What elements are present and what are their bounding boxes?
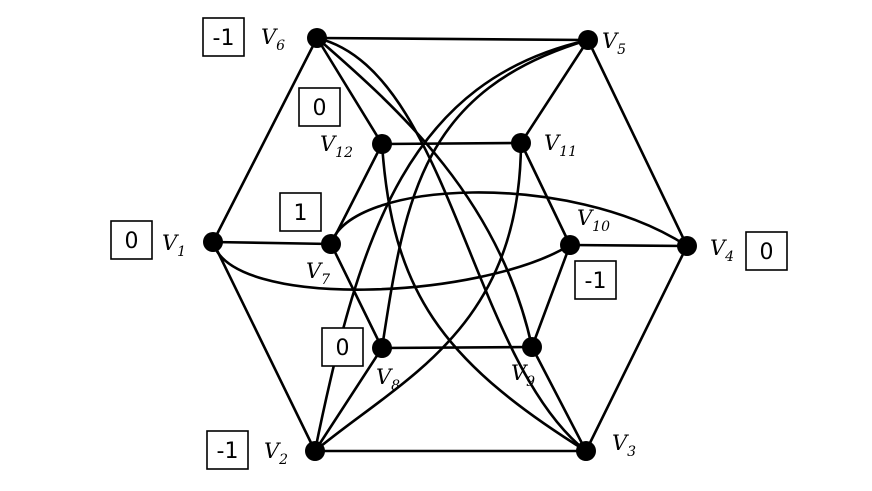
weight-value-v6: -1 bbox=[213, 26, 235, 51]
vertex-v4 bbox=[677, 236, 697, 256]
edge-v6-v1 bbox=[211, 36, 319, 244]
vertex-v11 bbox=[511, 133, 531, 153]
vertex-v7 bbox=[321, 234, 341, 254]
edge-v1-v10 bbox=[211, 240, 572, 291]
edge-v3-v4 bbox=[584, 244, 689, 453]
vertex-label-v2: V2 bbox=[264, 439, 288, 468]
weight-value-v12: 0 bbox=[313, 96, 327, 121]
vertex-v9 bbox=[522, 337, 542, 357]
weight-box-v10: -1 bbox=[574, 260, 617, 300]
edge-v4-v10 bbox=[568, 243, 689, 248]
vertex-v10 bbox=[560, 235, 580, 255]
vertex-v6 bbox=[307, 28, 327, 48]
vertex-v5 bbox=[578, 30, 598, 50]
weight-value-v4: 0 bbox=[760, 240, 774, 265]
edge-v12-v7 bbox=[329, 142, 384, 246]
weight-box-v8: 0 bbox=[321, 327, 364, 367]
edge-v5-v6 bbox=[315, 36, 590, 42]
edge-v1-v2 bbox=[211, 240, 317, 453]
vertex-v2 bbox=[305, 441, 325, 461]
vertex-v8 bbox=[372, 338, 392, 358]
weight-box-v1: 0 bbox=[110, 220, 153, 260]
edge-v12-v9 bbox=[380, 142, 588, 453]
vertex-v1 bbox=[203, 232, 223, 252]
vertex-label-v1: V1 bbox=[162, 231, 186, 260]
edge-v7-v8 bbox=[329, 242, 384, 350]
weight-value-v2: -1 bbox=[217, 439, 239, 464]
edge-v2-v8 bbox=[313, 346, 384, 453]
edges bbox=[211, 36, 689, 453]
weight-box-v6: -1 bbox=[202, 17, 245, 57]
vertex-v12 bbox=[372, 134, 392, 154]
weight-value-v10: -1 bbox=[585, 269, 607, 294]
vertex-v3 bbox=[576, 441, 596, 461]
edge-v4-v5 bbox=[586, 38, 689, 248]
edge-v5-v11 bbox=[519, 38, 590, 145]
vertex-label-v10: V10 bbox=[577, 206, 610, 235]
edge-v5-v8 bbox=[380, 38, 590, 350]
vertex-label-v12: V12 bbox=[320, 132, 353, 161]
vertex-label-v7: V7 bbox=[306, 259, 330, 288]
edge-v11-v2 bbox=[313, 141, 523, 453]
edge-v11-v12 bbox=[380, 141, 523, 146]
vertices bbox=[203, 28, 697, 461]
edge-v6-v9 bbox=[315, 36, 534, 349]
weight-box-v7: 1 bbox=[279, 192, 322, 232]
edge-v9-v10 bbox=[530, 243, 572, 349]
vertex-label-v9: V9 bbox=[511, 361, 535, 390]
vertex-label-v8: V8 bbox=[376, 365, 400, 394]
edge-v7-v4 bbox=[329, 191, 689, 248]
weight-box-v12: 0 bbox=[298, 87, 341, 127]
edge-v10-v11 bbox=[519, 141, 572, 247]
vertex-label-v11: V11 bbox=[544, 131, 577, 160]
weight-box-v4: 0 bbox=[745, 231, 788, 271]
edge-v3-v9 bbox=[530, 345, 588, 453]
edge-v1-v7 bbox=[211, 240, 333, 246]
weight-value-v1: 0 bbox=[125, 229, 139, 254]
edge-v6-v3 bbox=[315, 36, 588, 453]
weight-value-v7: 1 bbox=[294, 201, 308, 226]
edge-v6-v12 bbox=[315, 36, 384, 146]
vertex-label-v3: V3 bbox=[612, 431, 636, 460]
weight-value-v8: 0 bbox=[336, 336, 350, 361]
weight-box-v2: -1 bbox=[206, 430, 249, 470]
vertex-label-v6: V6 bbox=[261, 25, 285, 54]
vertex-label-v4: V4 bbox=[710, 236, 734, 265]
vertex-weights: 0 -1 0 -1 1 0 -1 0 bbox=[110, 17, 788, 470]
vertex-label-v5: V5 bbox=[602, 29, 626, 58]
